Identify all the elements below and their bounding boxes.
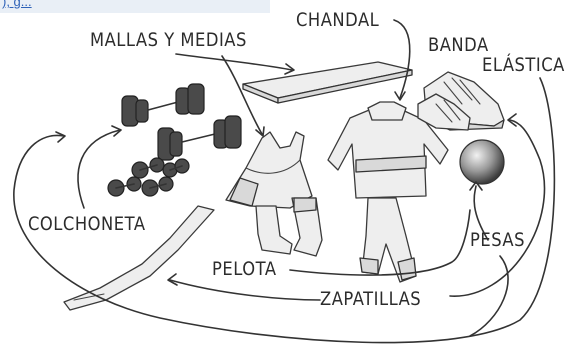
tshirt: [367, 101, 407, 121]
header-link-text[interactable]: ), g...: [2, 0, 32, 9]
ball: [459, 139, 505, 185]
leotard: [225, 131, 313, 209]
label-pesas: PESAS: [470, 229, 525, 251]
label-elastica: ELÁSTICA: [482, 54, 565, 76]
label-chandal: CHANDAL: [296, 9, 380, 31]
elastic-band: [63, 205, 215, 311]
label-zapatillas: ZAPATILLAS: [320, 288, 422, 310]
dumbbells: [121, 83, 242, 161]
stockings: [255, 197, 323, 257]
header-link[interactable]: ), g...: [0, 0, 270, 13]
tracksuit: [327, 107, 449, 283]
label-pelota: PELOTA: [212, 258, 277, 280]
hand-weights: [107, 157, 190, 197]
exercise-mat: [242, 61, 413, 104]
label-banda: BANDA: [428, 34, 489, 56]
sneakers: [417, 71, 505, 131]
connector-lines: [13, 19, 556, 344]
label-colchoneta: COLCHONETA: [28, 213, 146, 235]
label-mallas-y-medias: MALLAS Y MEDIAS: [90, 29, 247, 51]
